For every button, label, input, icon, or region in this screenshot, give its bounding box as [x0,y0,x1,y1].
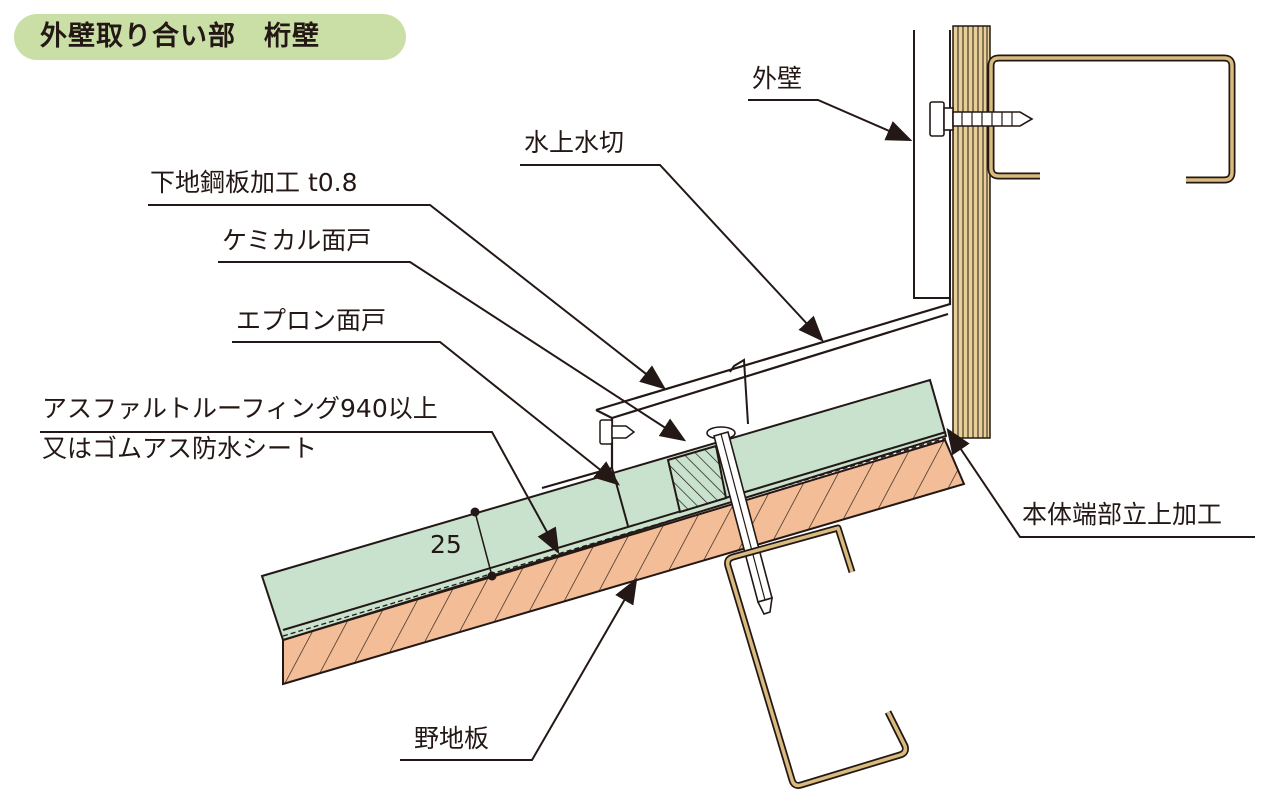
label-body-end-upturn: 本体端部立上加工 [1022,500,1223,529]
leader-apron-face-closure [232,341,621,486]
roof-panel-insulation [260,378,948,642]
diagram-title: 外壁取り合い部 桁壁 [14,14,406,60]
label-underlay-line2: 又はゴムアス防水シート [42,434,318,463]
roof-sheathing [282,438,966,686]
leader-base-steel-sheet [148,204,667,390]
label-outer-wall: 外壁 [752,64,803,93]
dimension-25 [470,507,497,581]
label-chemical-face-closure: ケミカル面戸 [222,226,372,255]
leader-underlay [40,431,560,555]
outer-wall-board [952,25,991,439]
label-water-upper-flashing: 水上水切 [524,128,625,157]
label-roof-sheathing: 野地板 [414,724,490,753]
leader-roof-sheathing [400,577,638,761]
underlay-sheet [282,431,947,631]
leader-outer-wall [748,99,913,142]
roof-screw [706,426,773,615]
leader-water-upper-flashing [520,164,824,342]
leader-chemical-face-closure [218,261,687,442]
rivet [599,419,636,445]
label-base-steel-sheet: 下地鋼板加工 t0.8 [150,168,358,197]
wall-screw [929,101,1034,137]
water-upper-flashing [595,298,952,420]
leader-body-end-upturn [946,427,1255,538]
chemical-face-closure [666,444,728,514]
outer-wall-panel [913,30,951,299]
dimension-label-25: 25 [430,530,462,559]
label-apron-face-closure: エプロン面戸 [236,306,387,335]
label-underlay-line1: アスファルトルーフィング940以上 [42,394,438,423]
